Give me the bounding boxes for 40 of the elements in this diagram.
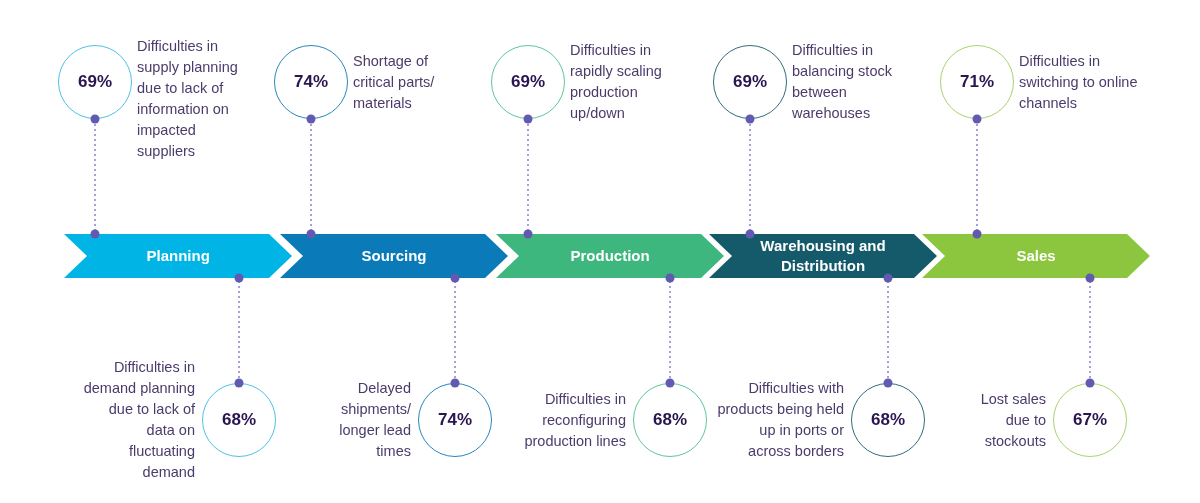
description-text: Difficulties with products being held up in ports or across borders <box>716 379 844 461</box>
dotted-connector <box>972 114 982 239</box>
stage-label: Production <box>570 246 650 266</box>
dotted-connector <box>523 114 533 239</box>
description-text: Difficulties in balancing stock between warehouses <box>792 41 893 123</box>
percentage-value: 71% <box>960 72 994 92</box>
description-text: Difficulties in reconfiguring production lines <box>523 389 626 451</box>
dotted-connector <box>450 273 460 388</box>
description-text: Shortage of critical parts/ materials <box>353 51 436 113</box>
dotted-connector <box>745 114 755 239</box>
dotted-connector <box>234 273 244 388</box>
stage-label: Sales <box>1016 246 1056 266</box>
percentage-value: 74% <box>438 410 472 430</box>
description-text: Difficulties in switching to online channels <box>1019 51 1139 113</box>
percentage-value: 69% <box>733 72 767 92</box>
percentage-value: 67% <box>1073 410 1107 430</box>
percentage-value: 68% <box>222 410 256 430</box>
description-text: Difficulties in rapidly scaling production up/down <box>570 41 663 123</box>
percentage-value: 68% <box>871 410 905 430</box>
stage-label: Sourcing <box>361 246 427 266</box>
description-text: Lost sales due to stockouts <box>979 389 1046 451</box>
stage-label: Warehousing and Distribution <box>759 236 887 276</box>
dotted-connector <box>90 114 100 239</box>
description-text: Delayed shipments/ longer lead times <box>338 379 411 461</box>
stage-label: Planning <box>146 246 210 266</box>
percentage-value: 69% <box>78 72 112 92</box>
process-step <box>922 234 1150 278</box>
dotted-connector <box>1085 273 1095 388</box>
percentage-value: 68% <box>653 410 687 430</box>
process-step <box>280 234 508 278</box>
description-text: Difficulties in demand planning due to lack of data on fluctuating demand <box>82 358 195 482</box>
process-step <box>709 234 937 278</box>
description-text: Difficulties in supply planning due to lack of information on impacted suppliers <box>137 37 239 161</box>
dotted-connector <box>883 273 893 388</box>
dotted-connector <box>665 273 675 388</box>
percentage-value: 74% <box>294 72 328 92</box>
process-step <box>496 234 724 278</box>
process-step <box>64 234 292 278</box>
percentage-value: 69% <box>511 72 545 92</box>
dotted-connector <box>306 114 316 239</box>
